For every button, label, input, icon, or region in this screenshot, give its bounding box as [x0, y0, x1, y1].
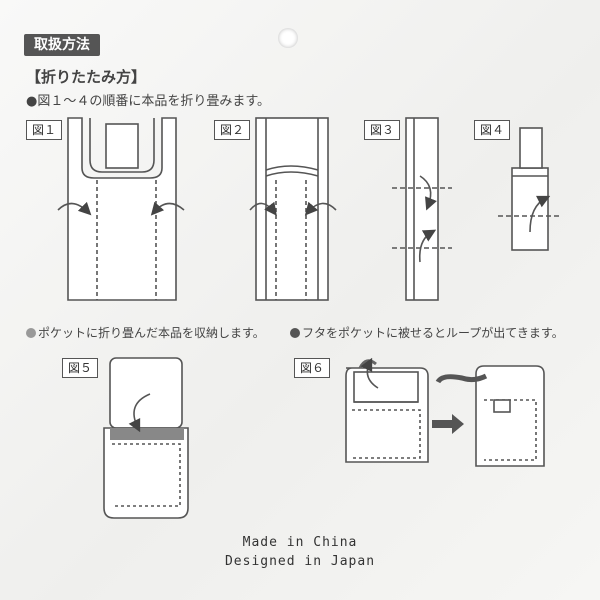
transition-arrow [432, 414, 464, 434]
hang-hole [278, 28, 298, 48]
figure-2-drawing [249, 117, 337, 301]
note-left-text: ポケットに折り畳んだ本品を収納します。 [38, 326, 265, 340]
figure-6-right-drawing [435, 365, 545, 467]
note-flap-loop: フタをポケットに被せるとループが出てきます。 [290, 324, 564, 341]
folding-instruction: ●図１～４の順番に本品を折り畳みます。 [26, 94, 271, 109]
figure-2-label: 図２ [214, 120, 251, 140]
usage-badge: 取扱方法 [24, 34, 100, 56]
figure-1-drawing [57, 117, 185, 301]
figure-1-label: 図１ [26, 120, 63, 140]
made-in-label: Made in China [242, 535, 358, 550]
folding-title: 【折りたたみ方】 [26, 68, 147, 86]
figure-6-label: 図６ [294, 358, 331, 378]
figure-3-drawing [392, 117, 452, 301]
note-right-text: フタをポケットに被せるとループが出てきます。 [302, 326, 564, 340]
bullet-icon [26, 328, 36, 338]
designed-in-label: Designed in Japan [224, 554, 376, 569]
figure-4-label: 図４ [474, 120, 511, 140]
note-pocket-store: ポケットに折り畳んだ本品を収納します。 [26, 324, 265, 341]
bullet-icon [290, 328, 300, 338]
figure-5-drawing [103, 357, 189, 519]
figure-5-label: 図５ [62, 358, 99, 378]
figure-4-drawing [498, 127, 560, 251]
figure-6-left-drawing [345, 357, 429, 463]
figure-3-label: 図３ [364, 120, 401, 140]
